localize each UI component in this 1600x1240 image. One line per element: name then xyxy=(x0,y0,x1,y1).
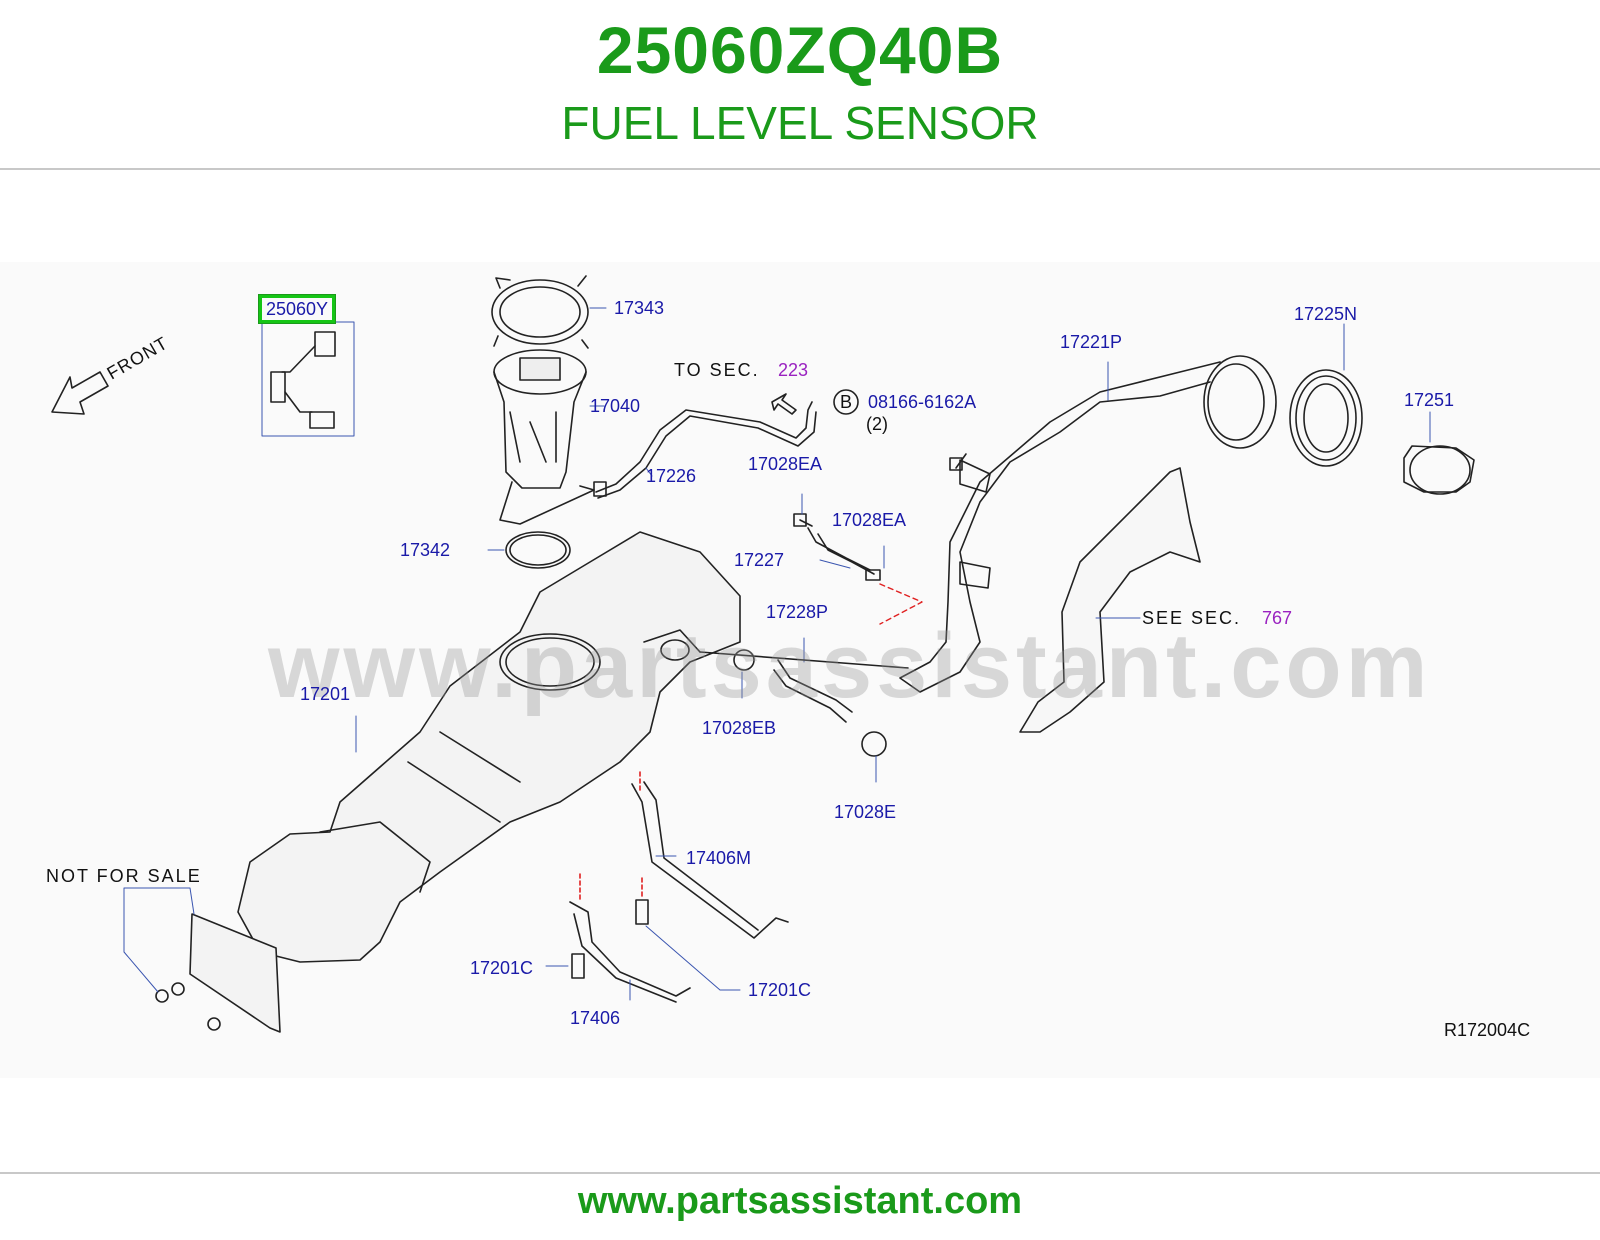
gasket-drawing xyxy=(487,531,571,569)
part-label-17201c-left[interactable]: 17201C xyxy=(470,958,534,978)
part-label-17342[interactable]: 17342 xyxy=(400,540,451,560)
part-label-17028e[interactable]: 17028E xyxy=(834,802,897,822)
part-label-17028ea-lower[interactable]: 17028EA xyxy=(832,510,907,530)
bolt-b-marker-icon xyxy=(833,389,859,415)
part-label-17251[interactable]: 17251 xyxy=(1404,390,1455,410)
to-sec-number-link[interactable]: 223 xyxy=(778,360,809,380)
bolts-17201c-drawing xyxy=(545,877,741,991)
watermark: www.partsassistant.com xyxy=(268,615,1432,717)
hose-17228p-drawing xyxy=(733,637,887,783)
part-label-17028ea-upper[interactable]: 17028EA xyxy=(748,454,823,474)
fuel-cap-drawing xyxy=(1403,411,1475,495)
part-label-17226[interactable]: 17226 xyxy=(646,466,697,486)
part-number-title: 25060ZQ40B xyxy=(596,13,1004,87)
footer-website-link[interactable]: www.partsassistant.com xyxy=(577,1180,1023,1222)
fuel-tank-drawing xyxy=(237,531,909,963)
footer-divider xyxy=(0,1172,1600,1174)
part-name-subtitle: FUEL LEVEL SENSOR xyxy=(561,97,1039,149)
see-sec-number-link[interactable]: 767 xyxy=(1262,608,1293,628)
part-label-17227[interactable]: 17227 xyxy=(734,550,785,570)
part-label-25060y-highlighted[interactable]: 25060Y xyxy=(257,294,337,324)
to-sec-label: TO SEC. xyxy=(674,360,760,380)
part-label-17406m[interactable]: 17406M xyxy=(686,848,752,868)
strap-17406-drawing xyxy=(569,873,691,1003)
filler-neck-drawing xyxy=(899,355,1277,693)
part-label-17028eb[interactable]: 17028EB xyxy=(702,718,777,738)
part-label-17343[interactable]: 17343 xyxy=(614,298,665,318)
part-label-17406[interactable]: 17406 xyxy=(570,1008,621,1028)
part-label-17225n[interactable]: 17225N xyxy=(1294,304,1358,324)
bolt-b-marker-label: B xyxy=(840,392,853,412)
header-divider xyxy=(0,168,1600,170)
part-label-17221p[interactable]: 17221P xyxy=(1060,332,1123,352)
part-label-17201[interactable]: 17201 xyxy=(300,684,351,704)
diagram-drawing xyxy=(51,275,1475,1033)
lock-ring-drawing xyxy=(491,275,607,349)
quantity-label: (2) xyxy=(866,414,888,434)
vent-hose-drawing xyxy=(593,401,817,499)
to-sec-arrow-icon xyxy=(771,393,797,415)
part-label-08166-6162a[interactable]: 08166-6162A xyxy=(868,392,977,412)
part-label-17228p[interactable]: 17228P xyxy=(766,602,829,622)
filler-seal-drawing xyxy=(1289,323,1363,467)
part-label-17201c-right[interactable]: 17201C xyxy=(748,980,812,1000)
strap-17406m-drawing xyxy=(631,771,789,939)
hose-17227-drawing xyxy=(793,493,885,581)
splash-guard-drawing xyxy=(1019,467,1201,733)
front-arrow-icon xyxy=(51,371,109,415)
parts-diagram: www.partsassistant.com FRONT 25060Y 1734… xyxy=(0,262,1600,1078)
fuel-level-sensor-drawing xyxy=(261,311,355,437)
fuel-pump-module-drawing xyxy=(493,349,605,525)
heat-shield-drawing xyxy=(123,887,281,1033)
see-sec-label: SEE SEC. xyxy=(1142,608,1242,628)
diagram-reference: R172004C xyxy=(1444,1020,1531,1040)
part-label-17040[interactable]: 17040 xyxy=(590,396,641,416)
not-for-sale-label: NOT FOR SALE xyxy=(46,866,202,886)
